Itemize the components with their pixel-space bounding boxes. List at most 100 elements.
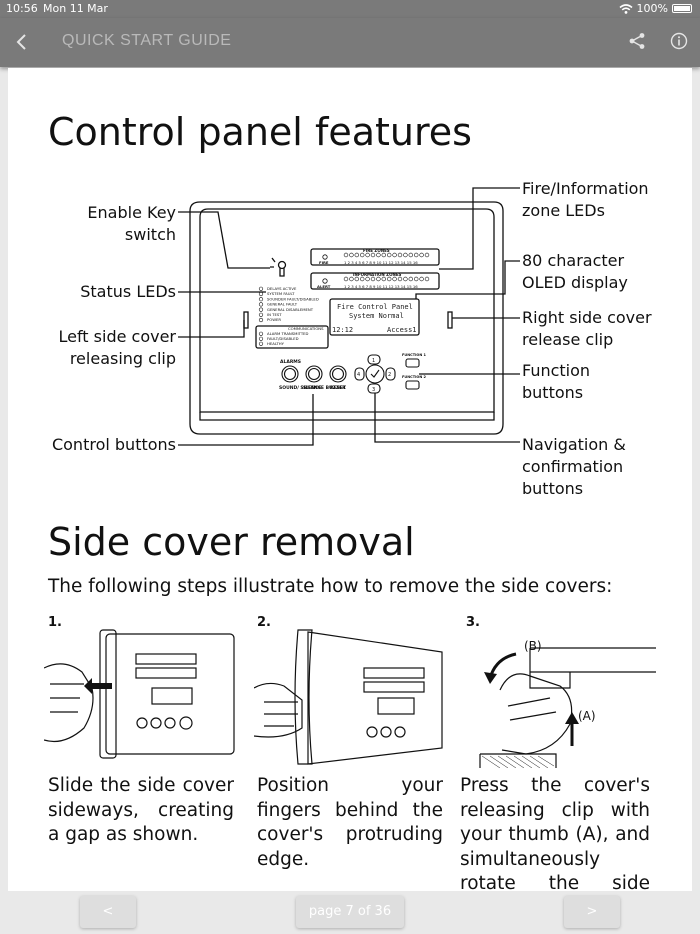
callout-control-buttons: Control buttons — [51, 435, 176, 454]
next-page-button[interactable]: > — [564, 896, 620, 928]
callout-right-side-cover: Right side cover release clip — [522, 308, 652, 349]
panel-function2: FUNCTION 2 — [402, 375, 427, 379]
battery-percent: 100% — [636, 2, 668, 15]
panel-fire-zones: FIRE ZONES — [363, 248, 390, 253]
zone-led — [365, 252, 370, 258]
panel-information-zones: INFORMATION ZONES — [353, 272, 402, 277]
panel-sound-silence: SOUND/ SILENCE — [279, 385, 321, 391]
step-1-illustration — [44, 629, 235, 759]
display-access: Access1 — [387, 326, 417, 334]
zone-led — [365, 276, 370, 282]
panel-info-zone-numbers: 1 2 3 4 5 6 7 8 9 10 11 12 13 14 15 16 — [344, 284, 418, 289]
zone-led — [392, 276, 397, 282]
nav-bar: QUICK START GUIDE — [0, 18, 700, 67]
comm-led — [258, 336, 264, 341]
nav-key-2: 2 — [388, 372, 391, 378]
callout-status-leds: Status LEDs — [80, 282, 176, 301]
intro-text: The following steps illustrate how to re… — [48, 576, 613, 597]
display-time: 12:12 — [332, 326, 353, 334]
status-led-label: GENERAL FAULT — [267, 302, 298, 307]
status-led-label: IN TEST — [267, 312, 282, 317]
display-line1: Fire Control Panel — [337, 303, 413, 311]
panel-comm-title: COMMUNICATIONS — [288, 326, 324, 331]
zone-led — [392, 252, 397, 258]
zone-led — [424, 252, 430, 258]
step-2-text: Position your fingers behind the cover's… — [257, 775, 443, 870]
comm-led-label: ALARM TRANSMITTED — [267, 331, 309, 336]
zone-led — [376, 276, 381, 282]
step-3-number: 3. — [466, 615, 480, 630]
document-page: Control panel features — [8, 68, 692, 891]
status-led — [258, 297, 264, 302]
zone-led — [370, 252, 376, 258]
control-panel-diagram: FIRE ZONES INFORMATION ZONES FIRE ALERT … — [178, 187, 520, 446]
nav-key-1: 1 — [372, 358, 375, 364]
zone-led — [414, 276, 419, 282]
zone-led — [381, 276, 386, 282]
zone-led — [343, 276, 349, 282]
zone-led — [360, 276, 365, 282]
status-led — [258, 317, 264, 323]
panel-function1: FUNCTION 1 — [402, 353, 427, 357]
page-indicator: page 7 of 36 — [296, 896, 404, 928]
comm-led-label: FAULT/DISABLED — [267, 336, 299, 341]
nav-title: QUICK START GUIDE — [62, 32, 232, 49]
zone-led — [419, 276, 424, 282]
display-line2: System Normal — [349, 312, 404, 320]
status-date: Mon 11 Mar — [43, 2, 108, 15]
zone-led — [349, 276, 354, 282]
comm-led-label: HEALTHY — [267, 341, 285, 346]
status-right: 100% — [619, 2, 692, 15]
zone-led — [397, 252, 403, 258]
comm-led — [258, 331, 264, 336]
step-3-text: Press the cover's releasing clip with yo… — [460, 775, 650, 891]
heading-side-cover-removal: Side cover removal — [48, 520, 415, 564]
panel-fire-zone-numbers: 1 2 3 4 5 6 7 8 9 10 11 12 13 14 15 16 — [344, 260, 418, 265]
status-led — [258, 307, 264, 312]
status-led — [258, 312, 264, 317]
heading-control-panel-features: Control panel features — [48, 110, 472, 154]
nav-key-3: 3 — [372, 387, 375, 393]
prev-page-button[interactable]: < — [80, 896, 136, 928]
status-led — [258, 302, 264, 307]
status-led-label: POWER — [267, 317, 281, 322]
pager-bar: < page 7 of 36 > — [0, 891, 700, 934]
panel-silence-buzzer: SILENCE BUZZER — [303, 385, 346, 391]
zone-led — [343, 252, 349, 258]
status-led — [258, 286, 264, 291]
chevron-left-icon[interactable] — [10, 28, 34, 56]
status-led — [258, 291, 264, 297]
callout-enable-key-switch: Enable Key switch — [87, 203, 176, 244]
step-2-number: 2. — [257, 615, 271, 630]
share-icon[interactable] — [628, 32, 646, 50]
zone-led — [408, 276, 413, 282]
wifi-icon — [619, 3, 633, 14]
status-bar: 10:56 Mon 11 Mar 100% — [0, 0, 700, 18]
step-1-text: Slide the side cover sideways, creating … — [48, 775, 234, 845]
callout-left-side-cover: Left side cover releasing clip — [58, 327, 176, 368]
status-time: 10:56 — [6, 2, 38, 15]
status-led-label: SOUNDER FAULT/DISABLED — [267, 296, 319, 301]
status-led-label: DELAYS ACTIVE — [267, 286, 297, 291]
battery-icon — [672, 4, 692, 13]
callout-fire-information-leds: Fire/Information zone LEDs — [522, 179, 649, 220]
panel-alarms: ALARMS — [280, 359, 301, 365]
step-1-number: 1. — [48, 615, 62, 630]
panel-fire-label: FIRE — [319, 260, 329, 265]
callout-oled-display: 80 character OLED display — [522, 251, 628, 292]
zone-led — [354, 276, 359, 282]
zone-led — [387, 276, 392, 282]
zone-led — [387, 252, 392, 258]
callout-navigation-buttons: Navigation & confirmation buttons — [522, 435, 626, 498]
nav-key-4: 4 — [357, 372, 360, 378]
zone-led — [419, 252, 424, 258]
status-led-label: SYSTEM FAULT — [267, 291, 295, 296]
zone-led — [360, 252, 365, 258]
info-icon[interactable] — [670, 32, 688, 50]
zone-led — [403, 276, 408, 282]
step-3-label-b: (B) — [524, 639, 542, 653]
panel-reset: RESET — [330, 385, 347, 391]
step-2-illustration — [254, 629, 443, 765]
zone-led — [381, 252, 386, 258]
zone-led — [370, 276, 376, 282]
